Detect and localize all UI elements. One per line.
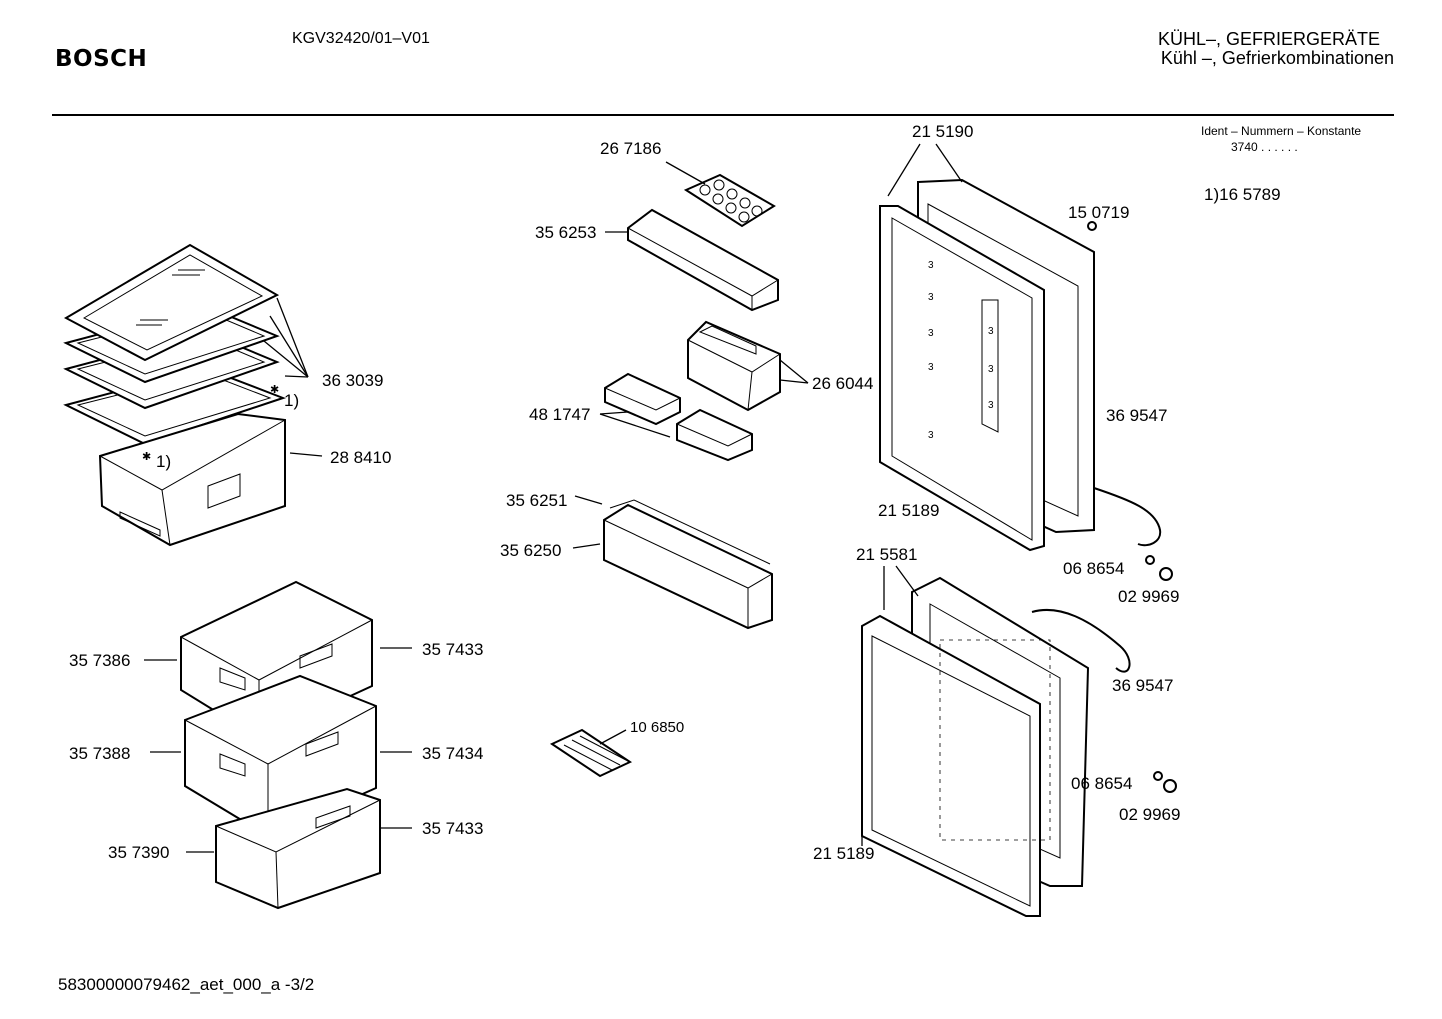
part-label-215189-a: 21 5189 [878, 501, 940, 520]
part-label-106850: 10 6850 [630, 719, 685, 736]
butter-compartment [687, 320, 781, 412]
footnote-marker-b: 1) [156, 452, 172, 471]
part-label-215581: 21 5581 [856, 545, 918, 564]
brand-logo: BOSCH [55, 46, 148, 72]
svg-text:3: 3 [928, 430, 934, 441]
clip-icon-2: ✱ [142, 451, 151, 463]
crisper-drawer [98, 412, 286, 547]
part-label-357433-b: 35 7433 [422, 819, 484, 838]
footnote: 1)16 5789 [1204, 185, 1281, 204]
part-label-215190: 21 5190 [912, 122, 974, 141]
document-id: 58300000079462_aet_000_a -3/2 [58, 975, 315, 994]
part-label-150719: 15 0719 [1068, 203, 1130, 222]
part-label-369547-b: 36 9547 [1112, 676, 1174, 695]
category-subtitle: Kühl –, Gefrierkombinationen [1160, 48, 1394, 68]
part-label-068654-a: 06 8654 [1063, 559, 1125, 578]
upper-door-shelf [627, 208, 779, 312]
part-label-363039: 36 3039 [322, 371, 384, 390]
footnote-marker-a: 1) [284, 391, 300, 410]
part-label-369547-a: 36 9547 [1106, 406, 1168, 425]
svg-text:3: 3 [928, 362, 934, 373]
svg-text:3: 3 [928, 260, 934, 271]
ident-title: Ident – Nummern – Konstante [1201, 124, 1362, 138]
ice-tray [549, 728, 633, 778]
part-label-068654-b: 06 8654 [1071, 774, 1133, 793]
egg-tray [683, 173, 776, 228]
category-title: KÜHL–, GEFRIERGERÄTE [1157, 29, 1380, 49]
svg-text:3: 3 [988, 364, 994, 375]
model-number: KGV32420/01–V01 [292, 30, 430, 47]
clip-icon: ✱ [270, 384, 279, 396]
part-label-267186: 26 7186 [600, 139, 662, 158]
part-label-266044: 26 6044 [812, 374, 874, 393]
svg-text:3: 3 [988, 400, 994, 411]
part-label-481747: 48 1747 [529, 405, 591, 424]
drawer-lower [215, 787, 381, 910]
part-label-357434: 35 7434 [422, 744, 484, 763]
header-divider [52, 114, 1394, 116]
svg-text:3: 3 [928, 292, 934, 303]
svg-text:3: 3 [928, 328, 934, 339]
part-label-356251: 35 6251 [506, 491, 568, 510]
part-label-357388: 35 7388 [69, 744, 131, 763]
part-label-357386: 35 7386 [69, 651, 131, 670]
part-label-356250: 35 6250 [500, 541, 562, 560]
part-label-357433-a: 35 7433 [422, 640, 484, 659]
fridge-door: 3 3 3 3 3 3 3 3 [879, 178, 1095, 552]
part-label-215189-b: 21 5189 [813, 844, 875, 863]
part-label-029969-a: 02 9969 [1118, 587, 1180, 606]
bottle-shelf [603, 499, 773, 630]
part-label-357390: 35 7390 [108, 843, 170, 862]
part-label-029969-b: 02 9969 [1119, 805, 1181, 824]
svg-text:3: 3 [988, 326, 994, 337]
freezer-door [861, 576, 1090, 917]
glass-shelves [63, 243, 286, 446]
part-label-356253: 35 6253 [535, 223, 597, 242]
part-label-288410: 28 8410 [330, 448, 392, 467]
small-bins [604, 372, 753, 462]
ident-value: 3740 . . . . . . [1231, 140, 1298, 154]
